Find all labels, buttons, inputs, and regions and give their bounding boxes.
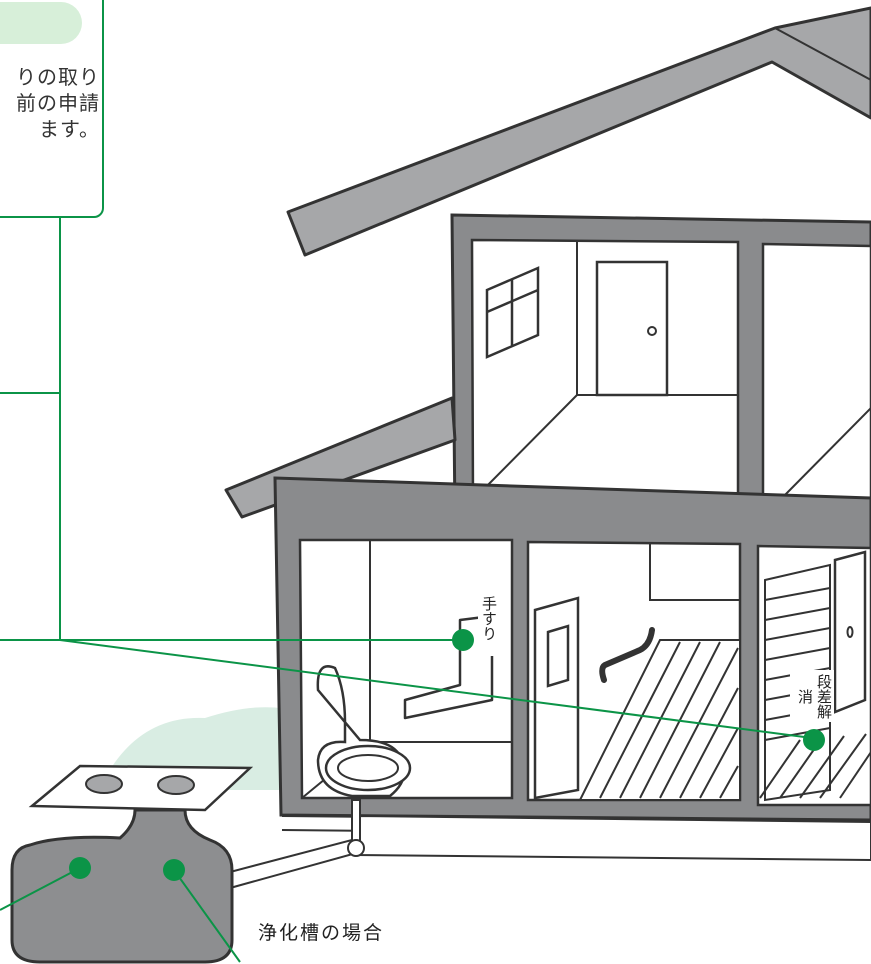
handrail-marker: [452, 629, 474, 651]
step-marker: [803, 729, 825, 751]
septic-manhole-left: [86, 775, 122, 793]
hallway-door: [535, 598, 578, 798]
septic-marker-left: [69, 857, 91, 879]
callout-heading-pill: [0, 2, 82, 44]
septic-tank-lid: [32, 766, 250, 810]
septic-tank-caption: 浄化槽の場合: [258, 918, 384, 945]
handrail-label: 手すり: [478, 580, 498, 656]
entrance-door-knob: [848, 627, 853, 637]
toilet-bowl: [338, 755, 398, 781]
door-knob: [648, 327, 656, 335]
callout-line: りの取り: [0, 64, 100, 90]
foundation-plate: [356, 816, 871, 860]
septic-marker-right: [163, 859, 185, 881]
step-removal-label: 段差解消: [790, 670, 834, 722]
callout-line: ます。: [0, 116, 100, 142]
septic-manhole-right: [158, 776, 194, 794]
info-callout: りの取り 前の申請 ます。: [0, 0, 104, 218]
callout-line: 前の申請: [0, 90, 100, 116]
second-floor-door: [597, 262, 667, 395]
pipe-joint: [348, 840, 364, 856]
callout-text: りの取り 前の申請 ます。: [0, 64, 100, 142]
